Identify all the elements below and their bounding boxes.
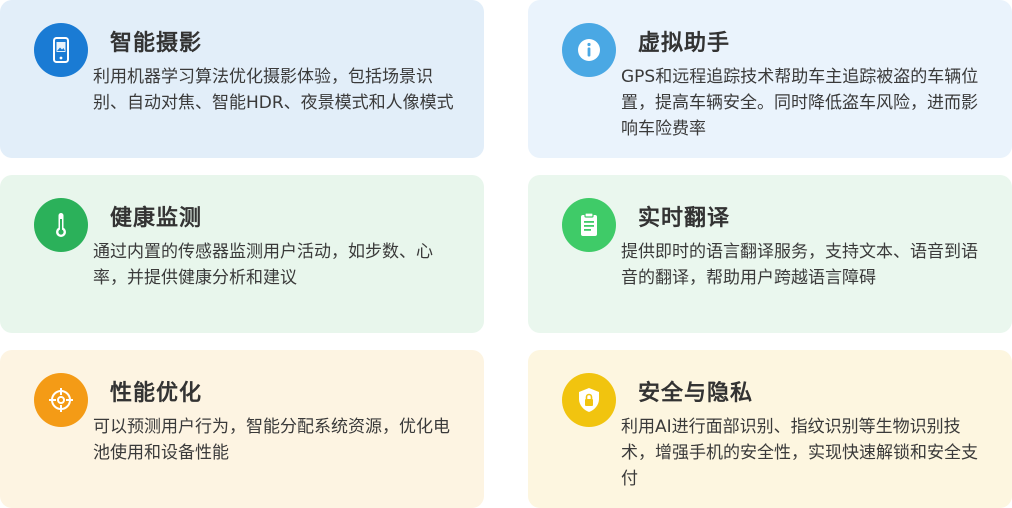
thermometer-icon <box>34 198 88 252</box>
card-title: 健康监测 <box>110 206 203 231</box>
card-description: 利用机器学习算法优化摄影体验，包括场景识别、自动对焦、智能HDR、夜景模式和人像… <box>93 67 454 113</box>
phone-photo-icon <box>34 23 88 77</box>
feature-card-performance-optimization: 性能优化 可以预测用户行为，智能分配系统资源，优化电池使用和设备性能 <box>0 350 484 508</box>
card-title: 安全与隐私 <box>638 381 754 406</box>
clipboard-icon <box>562 198 616 252</box>
card-title: 虚拟助手 <box>638 31 731 56</box>
card-title: 性能优化 <box>110 381 203 406</box>
card-title: 实时翻译 <box>638 206 731 231</box>
card-description: 通过内置的传感器监测用户活动，如步数、心率，并提供健康分析和建议 <box>93 242 433 288</box>
card-description: 提供即时的语言翻译服务，支持文本、语音到语音的翻译，帮助用户跨越语言障碍 <box>621 242 978 288</box>
feature-card-security-privacy: 安全与隐私 利用AI进行面部识别、指纹识别等生物识别技术，增强手机的安全性，实现… <box>528 350 1012 508</box>
card-description: GPS和远程追踪技术帮助车主追踪被盗的车辆位置，提高车辆安全。同时降低盗车风险，… <box>621 67 979 139</box>
card-description: 利用AI进行面部识别、指纹识别等生物识别技术，增强手机的安全性，实现快速解锁和安… <box>621 417 978 489</box>
card-title: 智能摄影 <box>110 31 203 56</box>
feature-card-virtual-assistant: 虚拟助手 GPS和远程追踪技术帮助车主追踪被盗的车辆位置，提高车辆安全。同时降低… <box>528 0 1012 158</box>
feature-card-smart-photography: 智能摄影 利用机器学习算法优化摄影体验，包括场景识别、自动对焦、智能HDR、夜景… <box>0 0 484 158</box>
crosshair-icon <box>34 373 88 427</box>
shield-lock-icon <box>562 373 616 427</box>
card-description: 可以预测用户行为，智能分配系统资源，优化电池使用和设备性能 <box>93 417 450 463</box>
info-icon <box>562 23 616 77</box>
feature-card-realtime-translation: 实时翻译 提供即时的语言翻译服务，支持文本、语音到语音的翻译，帮助用户跨越语言障… <box>528 175 1012 333</box>
feature-card-health-monitoring: 健康监测 通过内置的传感器监测用户活动，如步数、心率，并提供健康分析和建议 <box>0 175 484 333</box>
